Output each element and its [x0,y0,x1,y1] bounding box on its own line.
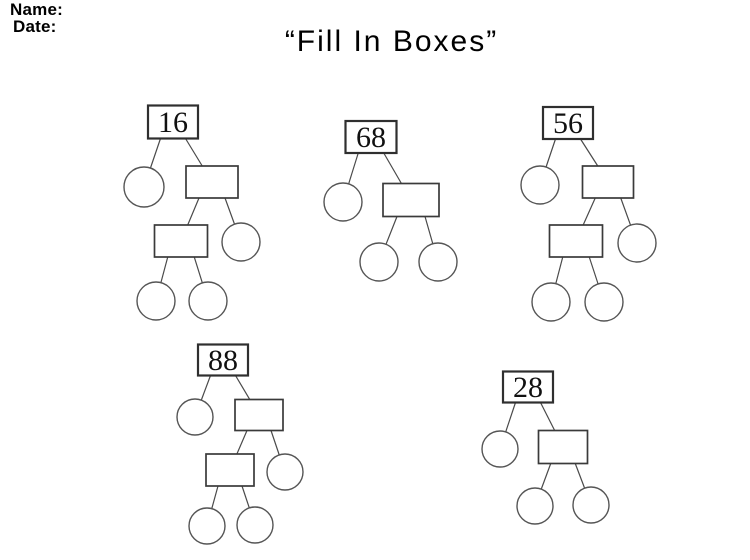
empty-product-box [153,224,209,258]
factor-tree-56: 56 [520,105,657,322]
empty-factor-circle [531,282,571,322]
root-value-text: 68 [356,121,386,154]
empty-factor-circle [136,281,176,321]
name-label: Name: [10,0,63,19]
empty-factor-circle [617,223,657,263]
factor-tree-68: 68 [323,119,458,282]
empty-factor-circle [123,166,165,208]
empty-factor-circle [520,165,560,205]
page-title: “Fill In Boxes” [284,25,499,58]
empty-factor-circle [188,507,226,545]
empty-factor-circle [188,281,228,321]
header-labels: Name: Date: [10,0,63,36]
root-value-text: 88 [208,344,238,377]
empty-factor-circle [323,182,363,222]
title-row: “Fill In Boxes” [0,25,750,59]
factor-tree-16: 16 [123,104,261,321]
empty-factor-circle [418,242,458,282]
root-value-box [541,105,595,141]
empty-product-box [205,453,255,487]
empty-factor-circle [481,430,519,468]
root-value-text: 28 [513,371,543,404]
root-value-text: 56 [553,107,583,140]
factor-tree-88: 88 [176,343,304,545]
empty-factor-circle [176,398,214,436]
empty-factor-circle [236,506,274,544]
empty-product-box [185,165,239,199]
empty-factor-circle [221,222,261,262]
empty-product-box [548,224,604,258]
empty-factor-circle [266,453,304,491]
empty-factor-circle [516,487,554,525]
empty-product-box [581,165,635,199]
root-value-box [501,370,555,404]
empty-factor-circle [359,242,399,282]
factor-tree-28: 28 [481,370,610,525]
empty-factor-circle [584,282,624,322]
empty-product-box [382,182,440,218]
empty-product-box [234,398,284,432]
empty-product-box [537,429,589,465]
empty-factor-circle [572,486,610,524]
date-label: Date: [13,17,57,36]
root-value-box [196,343,250,377]
root-value-box [146,104,200,140]
root-value-box [344,119,398,155]
root-value-text: 16 [158,106,188,139]
